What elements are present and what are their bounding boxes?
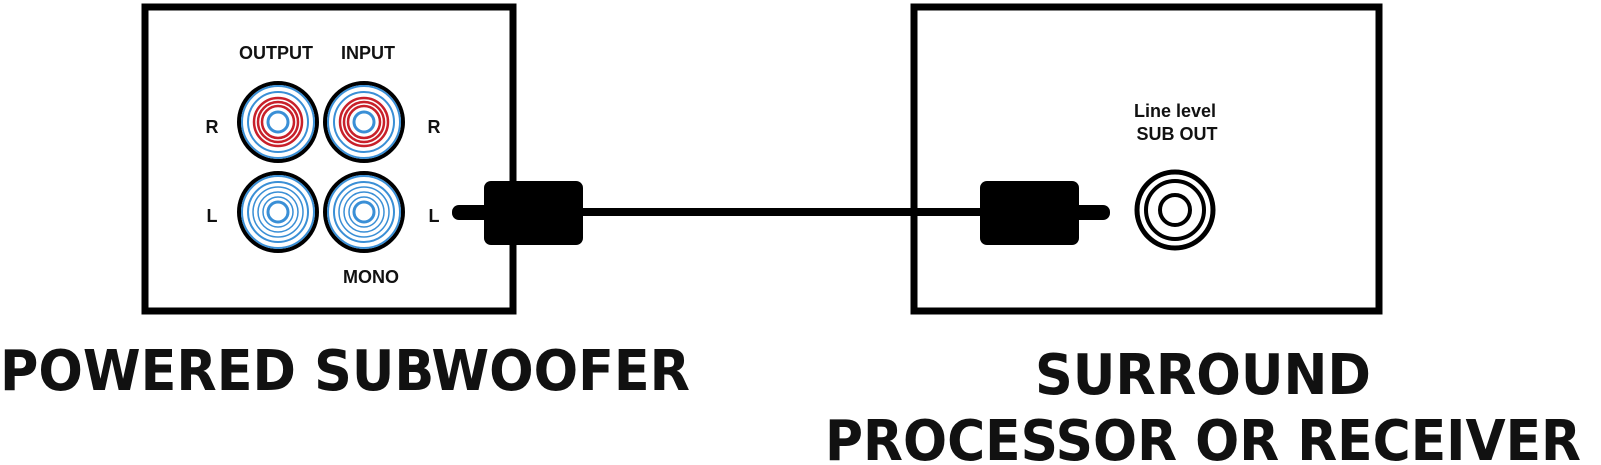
input-right-label: R xyxy=(428,117,441,137)
input-left-rca-jack[interactable] xyxy=(323,171,405,253)
input-label: INPUT xyxy=(341,43,395,63)
mono-label: MONO xyxy=(343,267,399,287)
input-right-rca-jack[interactable] xyxy=(323,81,405,163)
receiver-title-line1: SURROUND xyxy=(1035,343,1371,408)
subwoofer-title: POWERED SUBWOOFER xyxy=(0,339,690,404)
cable-right-plug[interactable] xyxy=(980,181,1079,245)
output-left-label: L xyxy=(207,206,218,226)
output-right-rca-jack[interactable] xyxy=(237,81,319,163)
sub-out-label-line2: SUB OUT xyxy=(1137,124,1218,144)
cable-left-plug[interactable] xyxy=(484,181,583,245)
output-left-rca-jack[interactable] xyxy=(237,171,319,253)
sub-out-label-line1: Line level xyxy=(1134,101,1216,121)
receiver-panel: Line level SUB OUT xyxy=(910,3,1383,315)
receiver-panel-frame xyxy=(910,3,1383,315)
rca-cable xyxy=(452,181,1110,245)
cable-right-plug-tip xyxy=(1070,205,1110,220)
subwoofer-panel-frame xyxy=(141,3,517,315)
subwoofer-panel: OUTPUT INPUT R L R L MONO xyxy=(141,3,517,315)
cable-left-plug-tip xyxy=(452,205,492,220)
output-right-label: R xyxy=(206,117,219,137)
sub-out-rca-jack[interactable] xyxy=(1134,169,1216,251)
output-label: OUTPUT xyxy=(239,43,313,63)
input-left-label: L xyxy=(429,206,440,226)
receiver-title-line2: PROCESSOR OR RECEIVER xyxy=(825,409,1581,465)
